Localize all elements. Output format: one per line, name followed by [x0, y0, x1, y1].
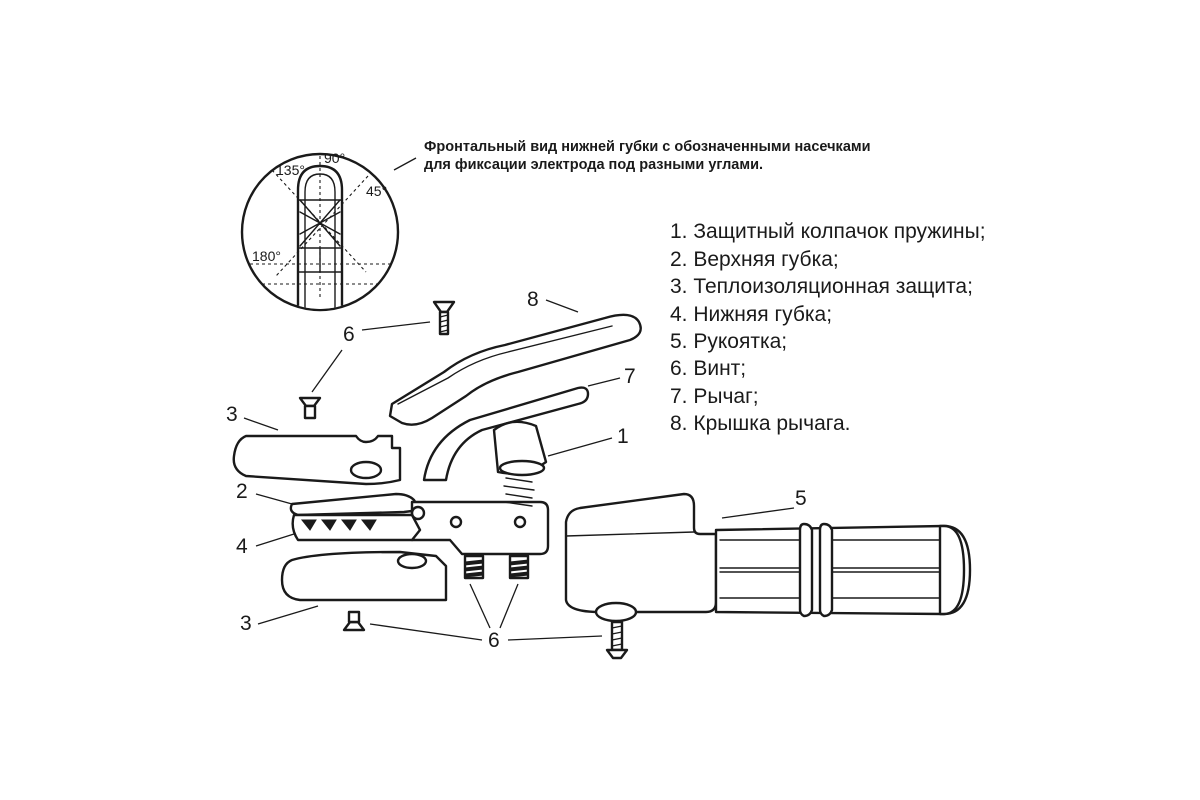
callout-4: 4 [236, 535, 248, 558]
screw-thread [464, 559, 484, 578]
handle-grip-grooves [719, 539, 941, 599]
inset-frontal-view: 135° 90° 45° 180° [240, 150, 417, 312]
insulation-upper-recess [349, 460, 383, 480]
angle-90-label: 90° [324, 150, 345, 166]
leader-6-b [499, 583, 519, 629]
body-block [410, 500, 550, 556]
callout-6-bottom: 6 [488, 629, 500, 652]
screw-thread [509, 559, 529, 578]
handle-head [564, 492, 718, 614]
callout-7: 7 [624, 365, 636, 388]
callout-5: 5 [795, 487, 807, 510]
guide-45 [275, 175, 369, 277]
guide-135 [271, 169, 367, 273]
screw-shank [303, 404, 317, 420]
leader-6-small [311, 349, 343, 393]
legend-item: 2. Верхняя губка; [670, 248, 839, 271]
spring-coil [503, 477, 535, 507]
leader-7 [587, 377, 621, 387]
angle-45-label: 45° [366, 183, 387, 199]
legend-item: 7. Рычаг; [670, 385, 759, 408]
insulation-lower-recess [396, 552, 428, 570]
legend-item: 4. Нижняя губка; [670, 303, 832, 326]
angle-135-label: 135° [276, 162, 305, 178]
leader-6-c [369, 623, 483, 641]
leader-4 [255, 533, 295, 547]
leader-6-a [469, 583, 491, 629]
legend-item: 5. Рукоятка; [670, 330, 787, 353]
jaw-teeth [300, 519, 377, 531]
callout-1: 1 [617, 425, 629, 448]
callout-8: 8 [527, 288, 539, 311]
leader-5 [721, 507, 795, 519]
handle-screw-recess [594, 601, 638, 623]
leader-2 [255, 493, 293, 505]
upper-jaw [289, 492, 422, 517]
callout-2: 2 [236, 480, 248, 503]
pivot-hole [449, 515, 463, 529]
leader-6-d [507, 635, 603, 641]
part-lever-assembly [289, 386, 590, 556]
screw-thread [439, 314, 449, 333]
handle-grip [714, 524, 972, 616]
legend: 1. Защитный колпачок пружины; 2. Верхняя… [670, 220, 986, 435]
pivot-hole [410, 505, 426, 521]
leader-6-top [361, 321, 431, 331]
caption-line-2: для фиксации электрода под разными углам… [424, 157, 763, 173]
legend-item: 6. Винт; [670, 357, 746, 380]
screw-thread [611, 625, 623, 647]
lever-cover-body [388, 313, 642, 426]
handle-ring-2 [818, 522, 834, 618]
spring-cap-rim [498, 459, 546, 477]
callout-3-lower: 3 [240, 612, 252, 635]
handle-head-edge [565, 531, 695, 537]
angle-180-label: 180° [252, 248, 281, 264]
lever-arm [422, 386, 590, 482]
part-insulation-lower [280, 550, 448, 602]
screw-shank [347, 610, 361, 624]
pivot-hole [513, 515, 527, 529]
leader-3-lower [257, 605, 319, 625]
legend-item: 3. Теплоизоляционная защита; [670, 275, 973, 298]
callout-3-upper: 3 [226, 403, 238, 426]
callouts: 8 6 7 3 1 2 5 4 3 6 [226, 288, 807, 652]
part-handle [564, 492, 972, 623]
screw-shank [438, 310, 450, 336]
part-spring-cap [492, 420, 548, 507]
caption-line-1: Фронтальный вид нижней губки с обозначен… [424, 139, 871, 155]
part-insulation-upper [232, 434, 402, 486]
handle-end-cap [938, 524, 966, 616]
legend-item: 8. Крышка рычага. [670, 412, 850, 435]
screw-head [432, 300, 456, 314]
screws [298, 300, 629, 660]
callout-6-top: 6 [343, 323, 355, 346]
leader-1 [547, 437, 613, 457]
screw-head [605, 648, 629, 660]
caption-leader [393, 157, 417, 171]
part-lever-cover [388, 313, 642, 426]
lever-cover-edge [397, 325, 613, 405]
legend-item: 1. Защитный колпачок пружины; [670, 220, 986, 243]
leader-3-upper [243, 417, 279, 431]
leader-8 [545, 299, 579, 313]
handle-ring-1 [798, 522, 814, 618]
